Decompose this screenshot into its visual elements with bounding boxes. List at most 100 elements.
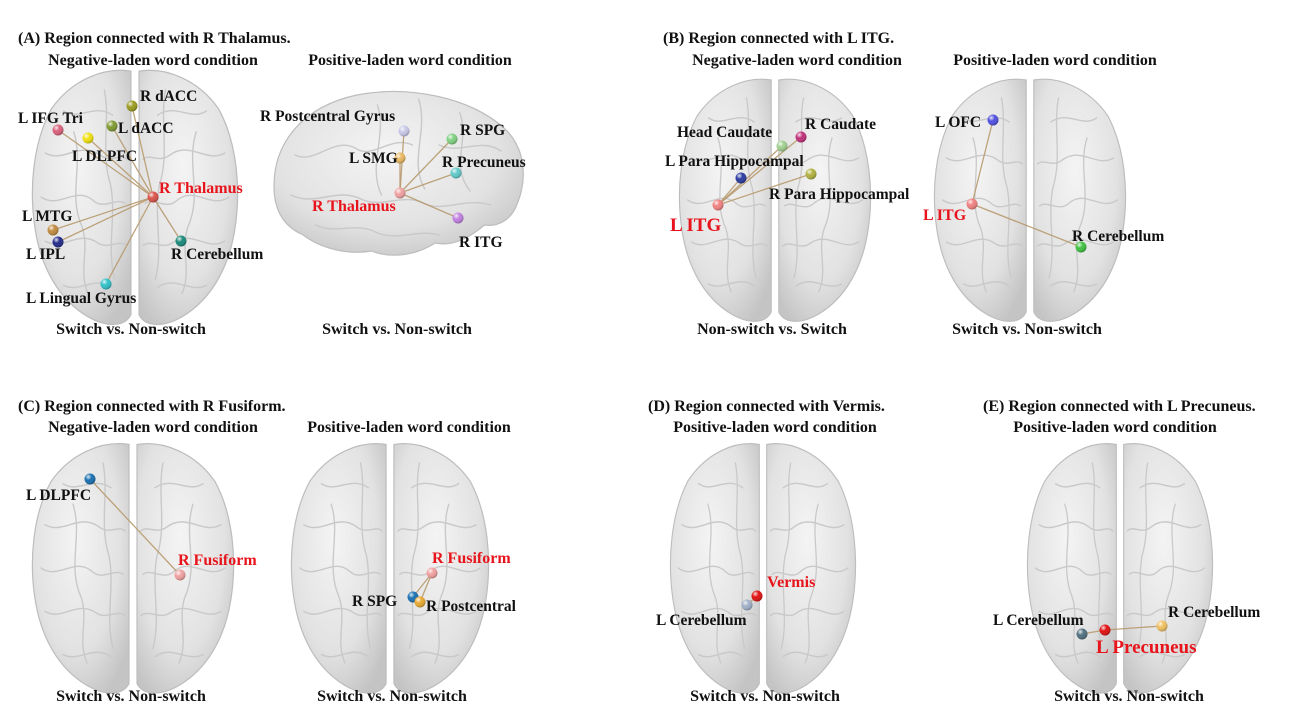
panela-left-region-node-1	[52, 124, 64, 136]
panela-left-region-label-6: R Cerebellum	[171, 246, 263, 263]
region-labels: R dACC L IFG Tri L dACC L DLPFC L MTG L IPL R …	[18, 88, 1260, 658]
panela-left-region-node-6	[175, 235, 187, 247]
panela-left-region-label-0: R dACC	[140, 88, 197, 105]
paneld-main-seed-node	[751, 590, 763, 602]
panel-c-right-contrast: Switch vs. Non-switch	[317, 688, 467, 705]
panele-main-region-node-0	[1076, 628, 1088, 640]
brain-renderings	[31, 69, 1214, 694]
panele-main-seed-node	[1099, 624, 1111, 636]
panel-c-right-condition: Positive-laden word condition	[307, 419, 511, 436]
panele-main-region-node-1	[1156, 620, 1168, 632]
panela-right-region-node-3	[450, 167, 462, 179]
panela-right-region-node-1	[446, 133, 458, 145]
panelb-right-region-node-1	[1075, 241, 1087, 253]
panelb-left-region-label-3: R Para Hippocampal	[769, 186, 910, 203]
panelc-left-seed-node	[174, 569, 186, 581]
panelb-left-region-node-3	[805, 168, 817, 180]
panela-right-connection-3	[399, 172, 457, 194]
panel-d-condition: Positive-laden word condition	[673, 419, 877, 436]
panela-left-connection-1	[57, 129, 154, 198]
panelb-left-connection-0	[717, 136, 802, 206]
panelb-right-region-label-1: R Cerebellum	[1072, 228, 1164, 245]
panelb-left-connection-2	[717, 177, 742, 206]
panelc-right-seed-node	[426, 567, 438, 579]
panel-d-title: (D) Region connected with Vermis.	[648, 398, 885, 415]
panela-left-connection-5	[57, 196, 154, 243]
panela-left-region-label-5: L IPL	[26, 246, 65, 263]
panel-c-left-condition: Negative-laden word condition	[48, 419, 258, 436]
panel-a-left-condition: Negative-laden word condition	[48, 52, 258, 69]
panela-right-region-node-2	[394, 152, 406, 164]
panel-e-condition: Positive-laden word condition	[1013, 419, 1217, 436]
panela-left-connection-2	[111, 125, 154, 198]
panele-main-connection-1	[1104, 625, 1163, 631]
panela-right-seed-label: R Thalamus	[312, 198, 396, 215]
panelb-right-region-label-0: L OFC	[935, 114, 981, 131]
panela-left-connection-4	[52, 196, 154, 231]
panela-left-seed-node	[147, 191, 159, 203]
panelb-left-region-node-2	[735, 172, 747, 184]
panelb-left-connection-1	[717, 145, 783, 206]
panela-left-seed-label: R Thalamus	[159, 180, 243, 197]
panelc-right-region-label-0: R SPG	[352, 593, 397, 610]
panelb-left-region-node-0	[795, 131, 807, 143]
panelb-left-seed-node	[712, 199, 724, 211]
panela-left-region-label-1: L IFG Tri	[18, 110, 84, 127]
panelc-left-region-node-0	[84, 473, 96, 485]
panel-c-left-contrast: Switch vs. Non-switch	[56, 688, 206, 705]
region-nodes	[47, 100, 1168, 640]
panel-b-left-contrast: Non-switch vs. Switch	[697, 321, 847, 338]
panele-main-region-label-0: L Cerebellum	[993, 612, 1084, 629]
panela-left-region-label-3: L DLPFC	[72, 148, 137, 165]
panel-b-right-contrast: Switch vs. Non-switch	[952, 321, 1102, 338]
panela-right-connection-1	[399, 138, 453, 194]
panel-e-title: (E) Region connected with L Precuneus.	[983, 398, 1256, 415]
panelb-right-connection-0	[971, 119, 994, 205]
panela-right-seed-node	[394, 187, 406, 199]
panela-left-region-node-7	[100, 278, 112, 290]
panela-left-connection-7	[105, 196, 154, 285]
panelc-left-seed-label: R Fusiform	[178, 552, 257, 569]
panela-left-region-node-5	[52, 236, 64, 248]
panelb-left-region-label-0: R Caudate	[805, 116, 876, 133]
panel-a-left-contrast: Switch vs. Non-switch	[56, 321, 206, 338]
paneld-main-seed-label: Vermis	[767, 574, 815, 591]
panela-left-region-label-4: L MTG	[22, 208, 72, 225]
panelb-left-region-label-1: Head Caudate	[677, 124, 772, 141]
panela-right-connection-4	[399, 192, 459, 219]
paneld-main-region-node-0	[741, 599, 753, 611]
panelb-left-connection-3	[717, 173, 812, 206]
panela-right-region-node-0	[398, 125, 410, 137]
panela-right-region-node-4	[452, 212, 464, 224]
panelc-right-region-node-1	[414, 596, 426, 608]
panelc-left-connection-0	[89, 478, 181, 576]
panel-e-contrast: Switch vs. Non-switch	[1054, 688, 1204, 705]
panele-main-seed-label: L Precuneus	[1096, 637, 1196, 658]
panela-left-region-node-3	[82, 132, 94, 144]
paneld-main-region-label-0: L Cerebellum	[656, 612, 747, 629]
panel-a-right-contrast: Switch vs. Non-switch	[322, 321, 472, 338]
panelb-right-connection-1	[971, 203, 1082, 248]
panelb-left-region-label-2: L Para Hippocampal	[665, 153, 804, 170]
panel-d-contrast: Switch vs. Non-switch	[690, 688, 840, 705]
panel-a-title: (A) Region connected with R Thalamus.	[18, 30, 291, 47]
panela-left-region-node-4	[47, 224, 59, 236]
panel-b-left-condition: Negative-laden word condition	[692, 52, 902, 69]
panelb-left-region-node-1	[776, 140, 788, 152]
panelb-right-region-node-0	[987, 114, 999, 126]
panela-left-region-label-2: L dACC	[118, 120, 174, 137]
panelc-right-seed-label: R Fusiform	[432, 550, 511, 567]
panela-right-region-label-3: R Precuneus	[442, 154, 526, 171]
panele-main-region-label-1: R Cerebellum	[1168, 604, 1260, 621]
panel-b-right-condition: Positive-laden word condition	[953, 52, 1157, 69]
panela-left-connection-0	[131, 105, 154, 198]
panel-b-title: (B) Region connected with L ITG.	[663, 30, 894, 47]
panel-a-right-condition: Positive-laden word condition	[308, 52, 512, 69]
panela-left-connection-6	[152, 196, 182, 242]
panela-left-region-label-7: L Lingual Gyrus	[26, 290, 136, 307]
panela-right-region-label-2: L SMG	[349, 150, 398, 167]
panela-right-region-label-1: R SPG	[460, 122, 505, 139]
panelb-right-seed-label: L ITG	[923, 207, 967, 224]
panela-right-region-label-4: R ITG	[459, 234, 503, 251]
